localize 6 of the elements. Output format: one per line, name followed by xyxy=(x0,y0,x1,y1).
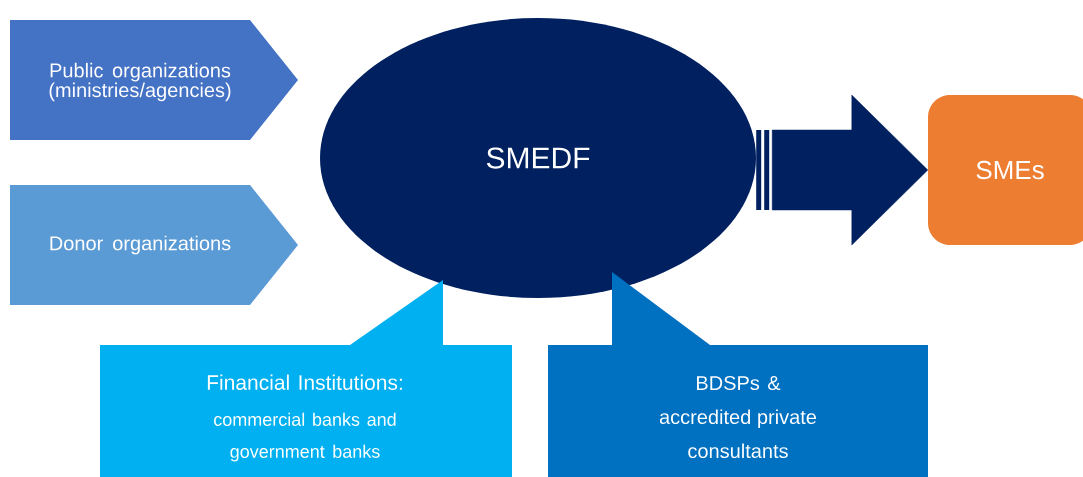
block-arrow xyxy=(756,94,929,246)
callout-box: BDSPs & accredited private consultants xyxy=(548,272,928,477)
chevron-box: Donor organizations xyxy=(10,185,298,305)
chevron-box: Public organizations (ministries/agencies) xyxy=(10,20,298,140)
callout-box: Financial Institutions: commercial banks and government banks xyxy=(100,280,512,477)
rounded-box: SMEs xyxy=(928,95,1083,245)
